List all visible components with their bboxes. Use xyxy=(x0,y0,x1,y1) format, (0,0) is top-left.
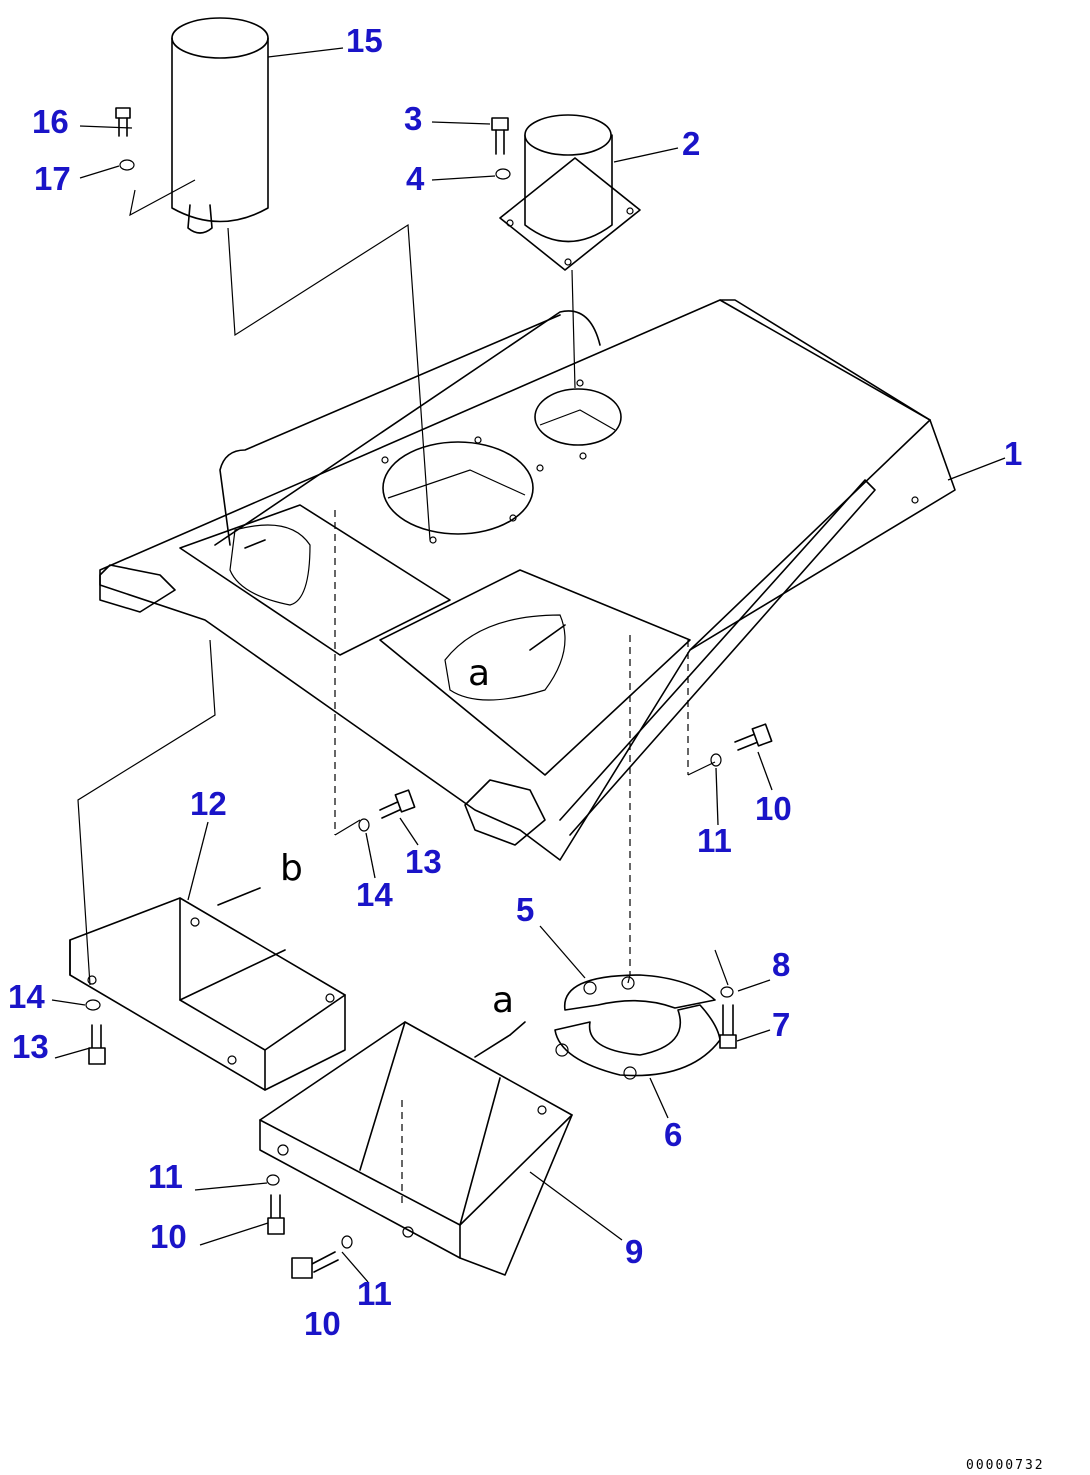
part-5-6-ring xyxy=(554,974,721,1080)
assembly-guides xyxy=(77,179,729,986)
bolt-13-left xyxy=(88,1024,106,1065)
document-number: 00000732 xyxy=(966,1458,1045,1473)
callout-4: 4 xyxy=(406,160,425,197)
callout-10-right: 10 xyxy=(755,790,792,827)
callout-9: 9 xyxy=(625,1233,643,1270)
view-arrows xyxy=(217,539,566,1058)
bolt-7 xyxy=(719,1004,737,1049)
bolt-3 xyxy=(491,117,509,155)
callout-5: 5 xyxy=(516,891,534,928)
part-15-cylinder xyxy=(171,17,269,234)
callout-13-left: 13 xyxy=(12,1028,49,1065)
callout-13-mid: 13 xyxy=(405,843,442,880)
callout-11-bottom: 11 xyxy=(357,1275,392,1312)
washer-4 xyxy=(495,168,511,180)
washer-14-mid xyxy=(358,818,370,832)
callout-11-lowleft: 11 xyxy=(148,1158,183,1195)
bolt-16 xyxy=(115,107,131,137)
washer-8 xyxy=(720,986,734,998)
callout-7: 7 xyxy=(772,1006,790,1043)
washer-17 xyxy=(119,159,135,171)
callout-8: 8 xyxy=(772,946,790,983)
part-9-tray xyxy=(259,1021,573,1276)
callout-3: 3 xyxy=(404,100,422,137)
bolt-10-bottom xyxy=(291,1251,339,1279)
callout-11-right: 11 xyxy=(697,822,732,859)
callout-1: 1 xyxy=(1004,435,1022,472)
part-1-frame xyxy=(99,299,956,975)
callout-14-mid: 14 xyxy=(356,876,393,913)
callout-10-bottom: 10 xyxy=(304,1305,341,1342)
part-2-cylinder-flange xyxy=(499,114,641,271)
callout-6: 6 xyxy=(664,1116,682,1153)
washer-11-right xyxy=(710,753,722,767)
callout-15: 15 xyxy=(346,22,383,59)
callout-12: 12 xyxy=(190,785,227,822)
washer-11-lowleft xyxy=(266,1174,280,1186)
washer-11-bottom xyxy=(341,1235,353,1249)
bolt-10-right xyxy=(734,723,773,751)
callout-17: 17 xyxy=(34,160,71,197)
washer-14-left xyxy=(85,999,101,1011)
callout-16: 16 xyxy=(32,103,69,140)
view-letter-a-top: a xyxy=(468,653,490,694)
view-letter-b: b xyxy=(280,848,303,889)
bolt-10-lowleft xyxy=(267,1194,285,1235)
callout-14-left: 14 xyxy=(8,978,45,1015)
callout-10-lowleft: 10 xyxy=(150,1218,187,1255)
callout-2: 2 xyxy=(682,125,700,162)
view-letter-a-bottom: a xyxy=(492,980,514,1021)
leader-lines xyxy=(51,47,1006,1283)
part-12-tray xyxy=(69,897,346,1091)
bolt-13-mid xyxy=(379,789,416,819)
